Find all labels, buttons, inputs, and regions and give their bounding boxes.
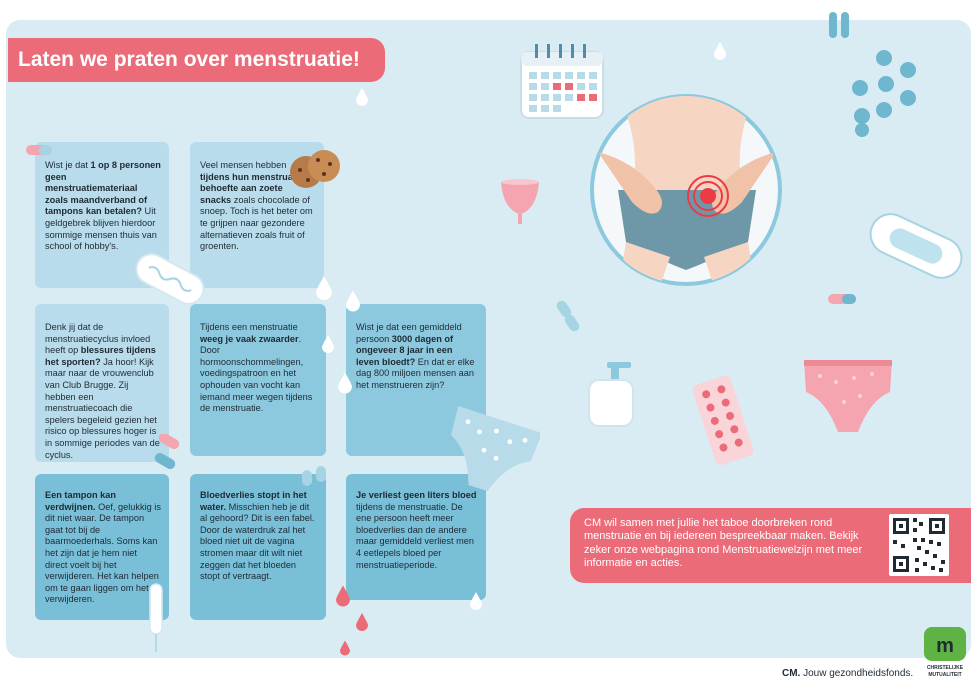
fact-card-5: Wist je dat een gemiddeld persoon 3000 d… xyxy=(346,304,486,456)
fact-card-6: Een tampon kan verdwijnen. Oef, gelukkig… xyxy=(35,474,169,620)
qr-code-icon[interactable] xyxy=(889,514,949,576)
fact-highlight: tijdens hun menstruatie behoefte aan zoe… xyxy=(200,171,304,205)
water-drop-icon xyxy=(356,88,368,106)
blood-drop-icon xyxy=(356,613,368,631)
fact-card-7: Bloedverlies stopt in het water. Misschi… xyxy=(190,474,326,620)
cm-logo: m CHRISTELIJKE MUTUALITEIT xyxy=(924,627,966,678)
menstrual-cup-icon xyxy=(501,179,539,224)
fact-highlight: blessures tijdens het sporten? xyxy=(45,345,156,367)
water-drop-icon xyxy=(346,290,360,312)
tampon-icon xyxy=(149,583,163,652)
footer-tagline: CM. Jouw gezondheidsfonds. xyxy=(782,668,913,679)
fact-text: zoals chocolade of snoep. Toch is het be… xyxy=(200,194,313,252)
heart-underwear-icon xyxy=(450,406,540,492)
fact-text: Wist je dat een gemiddeld persoon xyxy=(356,322,462,344)
water-drop-icon xyxy=(470,592,482,610)
tablets-icon xyxy=(556,300,580,332)
logo-line-1: CHRISTELIJKE xyxy=(927,665,964,671)
fact-highlight: 1 op 8 personen geen menstruatiemateriaa… xyxy=(45,160,161,217)
water-drop-icon xyxy=(338,372,352,394)
fact-highlight: weeg je vaak zwaarder xyxy=(200,333,299,344)
capsules-cluster-icon xyxy=(154,434,180,469)
pink-underwear-icon xyxy=(804,360,892,432)
capsules-blue-icon xyxy=(302,466,326,486)
fact-card-3: Denk jij dat de menstruatiecyclus invloe… xyxy=(35,304,169,462)
cookie-icon xyxy=(290,150,340,188)
footer-text: Jouw gezondheidsfonds. xyxy=(800,668,914,679)
fact-text: En dat er elke dag 800 miljoen mensen aa… xyxy=(356,356,475,390)
fact-text: Wist je dat xyxy=(45,160,91,170)
fact-card-8: Je verliest geen liters bloed tijdens de… xyxy=(346,474,486,600)
soap-bottle-icon xyxy=(588,362,634,427)
water-drop-icon xyxy=(322,335,334,353)
logo-line-2: MUTUALITEIT xyxy=(928,672,961,678)
blood-drop-icon xyxy=(336,585,350,607)
small-pill-icon xyxy=(26,145,52,155)
fact-highlight: Bloedverlies stopt in het water. xyxy=(200,490,307,512)
water-drop-icon xyxy=(714,42,726,60)
svg-text:m: m xyxy=(936,635,954,657)
sanitary-pad-icon xyxy=(869,213,963,279)
blood-drop-icon xyxy=(340,640,350,656)
body-illustration xyxy=(590,94,782,286)
fact-highlight: Een tampon kan verdwijnen. xyxy=(45,490,116,512)
fact-text: Veel mensen hebben xyxy=(200,160,287,170)
calendar-icon xyxy=(520,44,604,119)
capsule-icon xyxy=(829,12,849,38)
pills-icon xyxy=(852,50,916,137)
fact-text: Tijdens een menstruatie xyxy=(200,322,298,332)
fact-card-2: Veel mensen hebben tijdens hun menstruat… xyxy=(190,142,324,288)
fact-card-4: Tijdens een menstruatie weeg je vaak zwa… xyxy=(190,304,326,456)
liner-icon xyxy=(135,253,205,305)
fact-highlight: 3000 dagen of ongeveer 8 jaar in een lev… xyxy=(356,333,454,367)
fact-text: . Door hormoonschommelingen, voedingspat… xyxy=(200,333,313,414)
pill-blister-icon xyxy=(693,375,754,465)
fact-text: Uit geldgebrek blijven hierdoor sommige … xyxy=(45,206,157,252)
page-title: Laten we praten over menstruatie! xyxy=(8,38,385,82)
fact-highlight: Je verliest geen liters bloed xyxy=(356,490,477,500)
small-capsule-icon xyxy=(828,294,856,304)
water-drop-icon xyxy=(316,276,332,300)
fact-text: Denk jij dat de menstruatiecyclus invloe… xyxy=(45,322,151,356)
fact-text: Misschien heb je dit al gehoord? Dit is … xyxy=(200,501,315,582)
footer-brand: CM. xyxy=(782,668,801,679)
fact-text: Oef, gelukkig is dit niet waar. De tampo… xyxy=(45,501,161,605)
fact-text: Ja hoor! Kijk maar naar de vrouwenclub v… xyxy=(45,356,160,460)
fact-text: tijdens de menstruatie. De ene persoon h… xyxy=(356,501,474,570)
